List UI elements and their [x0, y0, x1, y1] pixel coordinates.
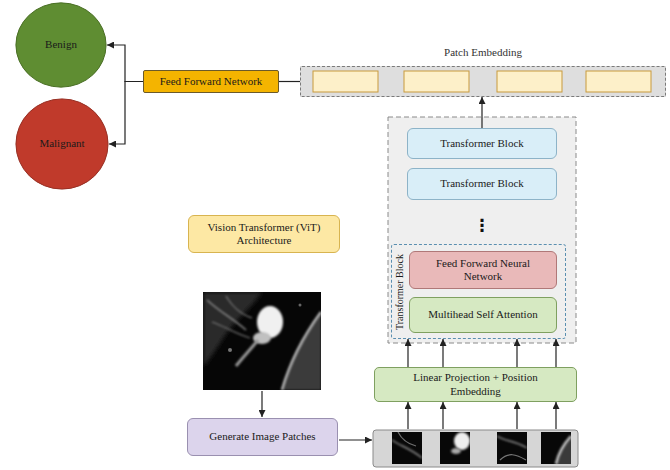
section-heading: Patch Embedding: [301, 46, 665, 59]
patch-edge: [556, 436, 571, 464]
patch-ground: [497, 432, 527, 464]
node-label: Linear Projection + Position Embedding: [401, 371, 551, 397]
ct-vessel: [207, 300, 246, 330]
patch-vessel: [497, 436, 527, 448]
feed-forward-box: Feed Forward Neural Network: [409, 251, 557, 289]
class-circle: Benign: [15, 2, 107, 88]
patch-lesion: [451, 448, 461, 454]
patch-ground: [392, 432, 422, 464]
node-label: Transformer Block: [440, 177, 524, 190]
transformer-block: Transformer Block: [407, 168, 557, 200]
patch-strip: [373, 430, 578, 467]
embedding-cell: [586, 71, 651, 92]
ct-speck: [228, 348, 232, 352]
attention-box: Multihead Self Attention: [409, 297, 557, 333]
connector: [516, 339, 517, 367]
patch-vessel: [500, 455, 526, 460]
image-patch: [440, 432, 470, 464]
connector: [555, 339, 556, 367]
flow-arrow: [516, 402, 517, 429]
process-box: Generate Image Patches: [187, 418, 338, 456]
node-label: Benign: [45, 38, 77, 51]
patch-lesion: [454, 432, 470, 450]
node-label: Multihead Self Attention: [428, 308, 537, 321]
node-label: Transformer Block: [440, 137, 524, 150]
patch-vessel: [398, 432, 416, 446]
connector: [107, 45, 143, 82]
flow-arrow: [442, 402, 443, 429]
node-label: Malignant: [39, 137, 84, 150]
node-label: Feed Forward Network: [160, 75, 263, 88]
transformer-block-group: Transformer Block Feed Forward Neural Net…: [391, 244, 566, 339]
flow-arrow: [261, 391, 262, 417]
image-patch: [497, 432, 527, 464]
image-patch: [392, 432, 422, 464]
circle-shape: [16, 3, 106, 87]
ct-tissue: [203, 292, 262, 366]
connector: [442, 339, 443, 367]
patch-ground: [440, 432, 470, 464]
flow-arrow: [407, 402, 408, 429]
ct-scan-content: [203, 292, 321, 390]
ct-scan-image: [203, 292, 321, 390]
flow-arrow: [555, 402, 556, 429]
ct-vessel: [226, 296, 252, 318]
projection-box: Linear Projection + Position Embedding: [374, 367, 577, 401]
ct-speck: [299, 304, 302, 307]
process-box: Feed Forward Network: [143, 70, 279, 93]
ct-scan-ground: [203, 292, 321, 390]
ct-strand: [236, 340, 258, 366]
transformer-stack-region: [388, 117, 576, 343]
ct-vessel: [212, 322, 250, 338]
title-box: Vision Transformer (ViT) Architecture: [188, 215, 340, 253]
ct-chest-edge: [282, 312, 321, 390]
circle-shape: [16, 99, 108, 189]
ellipsis-mark: ⋮: [470, 211, 494, 239]
class-circle: Malignant: [15, 98, 109, 190]
embedding-band: Patch Embedding: [300, 66, 666, 97]
connector: [407, 339, 408, 367]
patch-ground: [541, 432, 571, 464]
transformer-block: Transformer Block: [407, 128, 557, 159]
embedding-cell: [497, 71, 562, 92]
embedding-cell: [313, 71, 378, 92]
group-label: Transformer Block: [395, 253, 405, 329]
patch-wall: [556, 436, 571, 464]
connector: [481, 97, 482, 128]
connector: [109, 82, 143, 145]
node-label: Generate Image Patches: [209, 430, 315, 443]
flow-arrow: [339, 439, 372, 440]
connector: [279, 81, 300, 82]
embedding-cell: [404, 71, 469, 92]
ct-chest-wall: [282, 312, 321, 390]
node-label: Vision Transformer (ViT) Architecture: [199, 221, 329, 247]
node-label: Feed Forward Neural Network: [423, 257, 543, 283]
embedding-band-fill: [300, 66, 666, 97]
image-patch: [541, 432, 571, 464]
